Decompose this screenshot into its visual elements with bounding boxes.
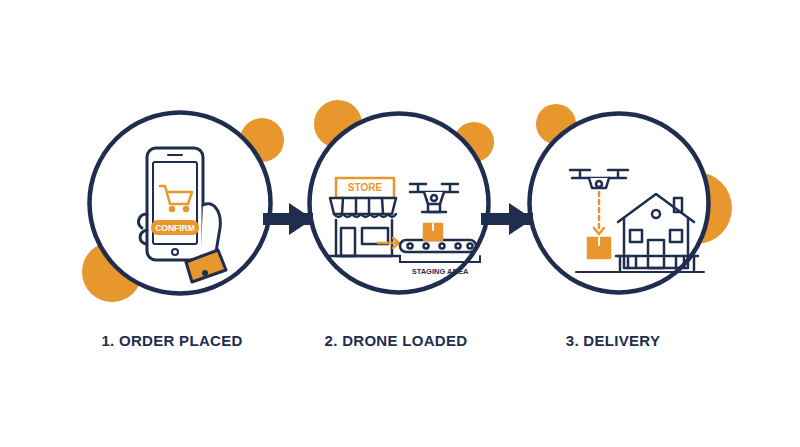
step-circle: 3. DELIVERY [527,111,711,295]
area-label: STAGING AREA [412,268,469,276]
step-circle: 1. ORDER PLACED [87,110,273,296]
phone-illustration [139,148,226,282]
circle-grounds [89,112,709,294]
circle-outline [87,110,273,296]
step-heading: 2. DRONE LOADED [325,332,468,349]
circle-border [310,114,489,293]
store-illustration [326,178,480,262]
orange-blobs [82,100,732,302]
circle-border [530,114,709,293]
step-heading: 3. DELIVERY [566,332,660,349]
store-sign: STORE [348,183,382,193]
button-label: CONFIRM [155,224,195,233]
step-heading: 1. ORDER PLACED [101,332,242,349]
circle-border [90,113,271,294]
delivery-illustration [570,170,704,272]
circle-outline [527,111,711,295]
